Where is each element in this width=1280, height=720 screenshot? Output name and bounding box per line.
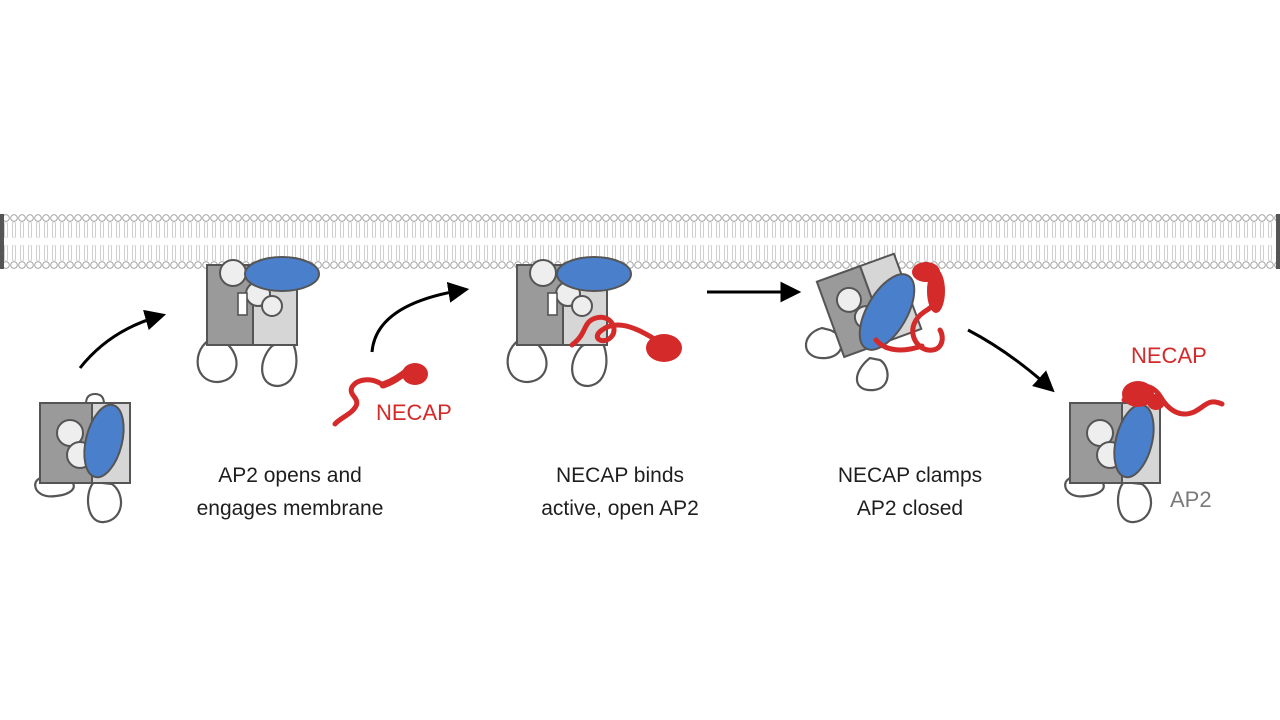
process-arrow-icon [370, 281, 470, 353]
ap2-final-label: AP2 [1170, 487, 1212, 512]
necap-free-label: NECAP [376, 400, 452, 425]
ap2-clamped-complex-icon [804, 252, 945, 392]
caption-step-1-line-2: engages membrane [196, 497, 384, 520]
caption-step-3-line-2: AP2 closed [856, 497, 964, 520]
ap2-necap-closed-complex-icon [1064, 381, 1225, 524]
caption-step-1-line-1: AP2 opens and [218, 464, 362, 487]
caption-step-2-line-2: active, open AP2 [541, 497, 699, 520]
ap2-closed-complex-icon [34, 392, 131, 524]
process-arrow-icon [967, 328, 1055, 393]
necap-protein-icon [332, 363, 428, 427]
process-arrow-icon [78, 309, 167, 369]
caption-step-2-line-1: NECAP binds [555, 464, 684, 487]
caption-step-3: NECAP clamps AP2 closed [790, 459, 1030, 525]
lipid-membrane-icon [0, 214, 1280, 269]
caption-step-2: NECAP binds active, open AP2 [500, 459, 740, 525]
necap-final-label: NECAP [1131, 343, 1207, 368]
caption-step-1: AP2 opens and engages membrane [170, 459, 410, 525]
ap2-necap-bound-complex-icon [506, 256, 682, 388]
caption-step-3-line-1: NECAP clamps [837, 464, 983, 487]
ap2-open-complex-icon [196, 256, 320, 388]
